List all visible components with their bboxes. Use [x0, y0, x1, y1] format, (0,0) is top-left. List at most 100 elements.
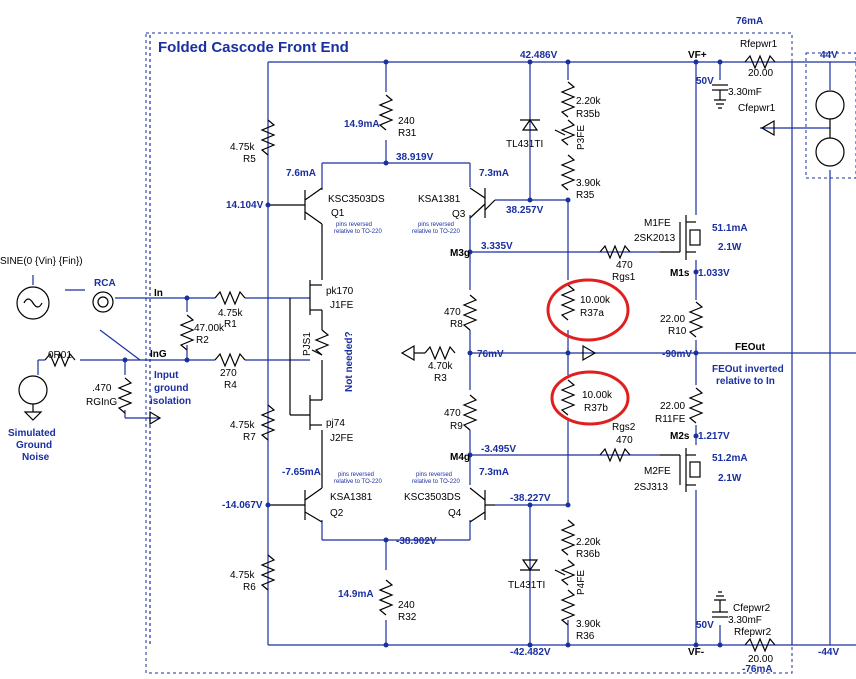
resistor-r2	[179, 314, 195, 351]
label-r1v: 4.75k	[218, 308, 243, 319]
ground-r3	[400, 344, 425, 362]
label-q1: Q1	[331, 208, 345, 219]
label-p4fe: P4FE	[576, 570, 587, 595]
label-r37av: 10.00k	[580, 295, 611, 306]
voltage-source-neg	[815, 137, 845, 167]
label-rca: RCA	[94, 278, 116, 289]
label-vfplus: VF+	[688, 50, 707, 61]
label-rfp2: Rfepwr2	[734, 627, 772, 638]
label-r10v: 22.00	[660, 314, 685, 325]
label-pins2: pins reversed	[418, 222, 454, 228]
label-n3335: 3.335V	[481, 241, 513, 252]
label-cfp1v: 3.30mF	[728, 87, 762, 98]
label-q4: Q4	[448, 508, 462, 519]
resistor-rgs1	[599, 244, 631, 260]
label-pos-supply: 44V	[820, 50, 838, 61]
resistor-r8	[462, 294, 478, 331]
label-m3g: M3g	[450, 248, 470, 259]
label-pjs1: PJS1	[302, 332, 313, 356]
label-neg-supply: -44V	[818, 647, 839, 658]
voltage-source-pos	[815, 90, 845, 138]
mosfet-m1fe	[660, 215, 701, 260]
resistor-r3	[424, 345, 456, 361]
label-r8: R8	[450, 319, 463, 330]
resistor-r36b	[560, 519, 576, 556]
label-r32v: 240	[398, 600, 415, 611]
label-pins4b: relative to TO-220	[412, 479, 460, 485]
label-not-needed: Not needed?	[344, 331, 355, 392]
label-i765q2: -7.65mA	[282, 467, 321, 478]
label-in: In	[154, 288, 163, 299]
label-i73q4: 7.3mA	[479, 467, 509, 478]
resistor-r11	[688, 387, 704, 424]
resistor-r10	[688, 301, 704, 338]
label-r9: R9	[450, 421, 463, 432]
label-rging: RGInG	[86, 397, 117, 408]
highlight-r37a	[546, 278, 630, 342]
potentiometer-p3fe	[554, 119, 576, 146]
label-fenote2: relative to In	[716, 376, 775, 387]
tl431-top	[520, 118, 540, 131]
resistor-rging	[117, 377, 133, 414]
label-n14104: 14.104V	[226, 200, 264, 211]
resistor-rgs2	[599, 447, 631, 463]
label-r11v: 22.00	[660, 401, 685, 412]
label-r3v: 4.70k	[428, 361, 453, 372]
label-q4t: KSC3503DS	[404, 492, 461, 503]
ground-mid	[582, 344, 597, 362]
label-r36bv: 2.20k	[576, 537, 601, 548]
label-r36v: 3.90k	[576, 619, 601, 630]
supply-frame	[805, 52, 856, 179]
potentiometer-pjs1	[311, 329, 330, 356]
label-r9v: 470	[444, 408, 461, 419]
label-r2: R2	[196, 335, 209, 346]
label-r35b: R35b	[576, 109, 600, 120]
label-q1t: KSC3503DS	[328, 194, 385, 205]
resistor-r32	[378, 579, 394, 616]
label-bot-rail: -42.482V	[510, 647, 551, 658]
label-v50-top: 50V	[696, 76, 714, 87]
label-top-rail: 42.486V	[520, 50, 558, 61]
label-pins2b: relative to TO-220	[412, 229, 460, 235]
resistor-rfepwr2	[744, 637, 776, 653]
junction-dots	[122, 59, 723, 648]
label-m1t: 2SK2013	[634, 233, 676, 244]
label-q3: Q3	[452, 209, 466, 220]
label-r36: R36	[576, 631, 595, 642]
label-n76: 76mV	[477, 349, 504, 360]
label-r1: R1	[224, 319, 237, 330]
label-i149-bot: 14.9mA	[338, 589, 374, 600]
label-r8v: 470	[444, 307, 461, 318]
label-m1s: M1s	[670, 268, 690, 279]
label-q2t: KSA1381	[330, 492, 373, 503]
label-m1: M1FE	[644, 218, 671, 229]
label-r35: R35	[576, 190, 595, 201]
label-r4v: 270	[220, 368, 237, 379]
jfet-j2fe	[289, 298, 323, 430]
label-pins1: pins reversed	[336, 222, 372, 228]
resistor-r35	[560, 154, 576, 191]
label-fenote1: FEOut inverted	[712, 364, 784, 375]
label-rgs2: Rgs2	[612, 422, 636, 433]
transistor-q4	[469, 487, 495, 523]
label-m4g: M4g	[450, 452, 470, 463]
resistor-r36	[560, 589, 576, 626]
label-rfp2v: 20.00	[748, 654, 773, 665]
label-sim1: Simulated	[8, 428, 56, 439]
label-sim3: Noise	[22, 452, 50, 463]
label-r37b: R37b	[584, 403, 608, 414]
label-ing: InG	[150, 349, 167, 360]
label-rgs2v: 470	[616, 435, 633, 446]
label-r31v: 240	[398, 116, 415, 127]
resistor-r6	[260, 554, 276, 591]
noise-source	[18, 375, 48, 421]
resistor-r37a	[560, 284, 576, 321]
sine-source	[16, 286, 50, 320]
label-i73q3: 7.3mA	[479, 168, 509, 179]
label-j2t: pj74	[326, 418, 345, 429]
label-iso1: Input	[154, 370, 179, 381]
ground-supply	[760, 119, 775, 137]
transistor-q3	[469, 187, 496, 219]
label-i512: 51.2mA	[712, 453, 748, 464]
transistor-q1	[268, 187, 323, 280]
